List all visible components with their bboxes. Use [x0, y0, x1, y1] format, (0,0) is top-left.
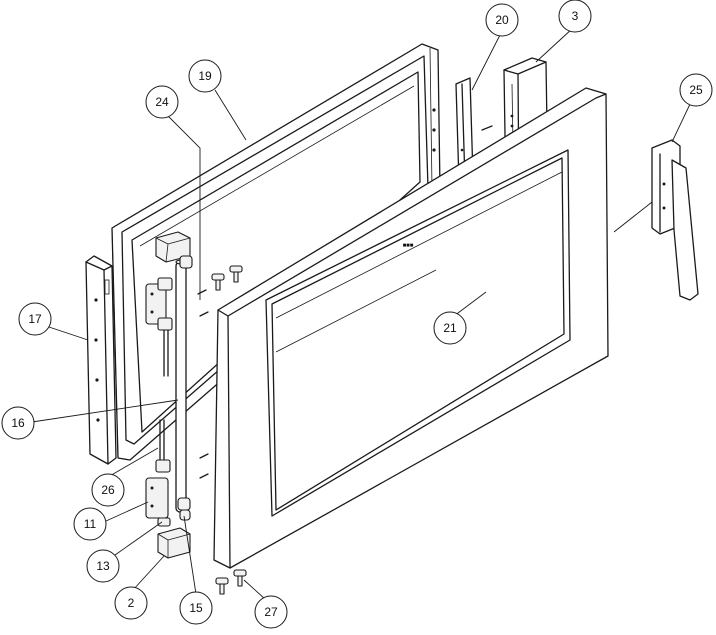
callout-3-label: 3	[572, 9, 579, 23]
callout-26: 26	[91, 473, 125, 507]
callout-11-label: 11	[84, 517, 97, 531]
leader-lines	[31, 27, 692, 600]
callout-15-label: 15	[189, 601, 203, 615]
bottom-pin-bushing	[177, 497, 191, 521]
panel-label-mark: ■■■	[403, 243, 414, 249]
bottom-screws	[215, 569, 247, 595]
callout-20-label: 20	[495, 13, 509, 27]
outer-door-panel: ■■■	[213, 87, 609, 569]
callout-17: 17	[18, 302, 52, 336]
callout-11: 11	[73, 507, 107, 541]
callout-25: 25	[679, 73, 713, 107]
callout-27: 27	[254, 595, 288, 629]
latch-handle	[651, 139, 699, 301]
callout-19: 19	[188, 59, 222, 93]
callout-13: 13	[86, 549, 120, 583]
top-hinge-block	[155, 231, 191, 263]
callout-25-label: 25	[689, 83, 703, 97]
callout-21: 21	[433, 311, 467, 345]
callout-16-label: 16	[11, 416, 25, 430]
callout-2-label: 2	[128, 596, 135, 610]
lower-hinge-assembly	[145, 419, 171, 527]
callout-26-label: 26	[101, 483, 115, 497]
callout-13-label: 13	[96, 559, 110, 573]
upper-hinge-assembly	[145, 277, 173, 377]
top-screws	[211, 265, 243, 291]
callout-15: 15	[179, 591, 213, 625]
callout-2: 2	[114, 586, 148, 620]
callout-27-label: 27	[264, 605, 278, 619]
callout-21-label: 21	[443, 321, 457, 335]
callout-24-label: 24	[155, 95, 169, 109]
bottom-hinge-block	[157, 527, 191, 559]
hinge-pin-rod	[175, 259, 187, 513]
left-mounting-bracket	[85, 255, 117, 465]
callout-17-label: 17	[28, 312, 42, 326]
callout-16: 16	[1, 406, 35, 440]
callout-19-label: 19	[198, 69, 212, 83]
callout-24: 24	[145, 85, 179, 119]
callout-20: 20	[485, 3, 519, 37]
callout-3: 3	[558, 0, 592, 33]
top-pin-bushing	[179, 255, 193, 269]
